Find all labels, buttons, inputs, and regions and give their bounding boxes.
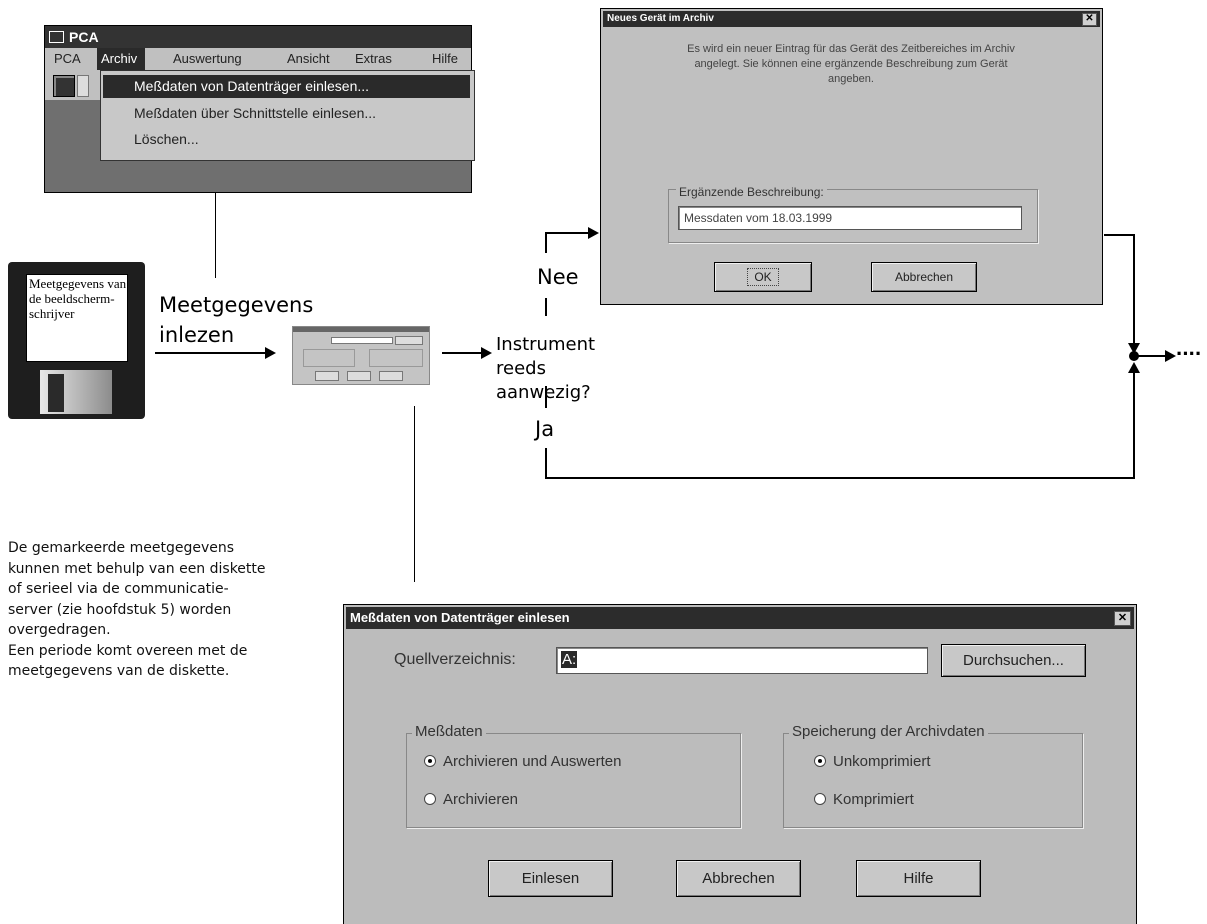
read-button[interactable]: Einlesen: [488, 860, 613, 897]
menu-window: PCA PCA Archiv Auswertung Ansicht Extras…: [44, 25, 475, 193]
read-arrow-line: [155, 352, 265, 354]
yes-arrow-head: [1128, 362, 1140, 373]
description-paragraph-1: De gemarkeerde meetgegevens kunnen met b…: [8, 540, 266, 638]
read-label: Meetgegevens inlezen: [159, 293, 314, 347]
new-device-title: Neues Gerät im Archiv: [607, 13, 714, 24]
menu-window-title: PCA: [69, 29, 99, 45]
new-device-cancel-button[interactable]: Abbrechen: [871, 262, 977, 292]
source-value: A:: [561, 651, 578, 668]
no-arrow-head: [588, 227, 599, 239]
radio-archive-dot: [424, 793, 436, 806]
toolbar-button[interactable]: [77, 75, 89, 97]
toolbar: [45, 70, 101, 100]
new-device-out-vertical: [1133, 234, 1135, 344]
question-text: Instrument reeds aanwezig?: [496, 334, 596, 403]
merge-out-line: [1138, 355, 1166, 357]
source-input[interactable]: A:: [556, 647, 928, 674]
measure-data-group-label: Meßdaten: [412, 723, 486, 740]
menu-hilfe[interactable]: Hilfe: [432, 51, 459, 66]
archive-storage-group: [783, 733, 1083, 828]
description-value: Messdaten vom 18.03.1999: [684, 211, 833, 225]
menubar: PCA Archiv Auswertung Ansicht Extras Hil…: [45, 48, 471, 70]
toolbar-disk-icon[interactable]: [53, 75, 75, 97]
yes-label: Ja: [535, 417, 555, 441]
read-data-dialog: Meßdaten von Datenträger einlesen ✕ Quel…: [343, 604, 1137, 924]
yes-branch-horizontal: [545, 477, 1135, 479]
question-arrow-line: [442, 352, 482, 354]
new-device-titlebar: Neues Gerät im Archiv ✕: [603, 11, 1100, 27]
no-branch-horizontal: [545, 232, 588, 234]
new-device-out-horizontal: [1104, 234, 1135, 236]
menu-archiv[interactable]: Archiv: [97, 48, 145, 70]
help-button[interactable]: Hilfe: [856, 860, 981, 897]
description-paragraph-2: Een periode komt overeen met de meetgege…: [8, 642, 248, 680]
dialog-thumbnail: [292, 326, 430, 385]
continuation-dots: ····: [1176, 341, 1202, 366]
archive-storage-group-label: Speicherung der Archivdaten: [789, 723, 988, 740]
menu-extras[interactable]: Extras: [355, 51, 392, 66]
browse-button[interactable]: Durchsuchen...: [941, 644, 1086, 677]
radio-uncompressed-dot: [814, 755, 826, 768]
floppy-disk-icon: Meetgegevens van de beeldscherm-schrijve…: [8, 262, 145, 419]
read-data-titlebar: Meßdaten von Datenträger einlesen ✕: [346, 607, 1134, 629]
system-menu-icon[interactable]: [49, 31, 64, 44]
no-branch-stub: [545, 298, 547, 316]
measure-data-group: [406, 733, 741, 828]
radio-compressed[interactable]: Komprimiert: [814, 791, 914, 808]
yes-branch-stub: [545, 386, 547, 408]
no-label: Nee: [537, 265, 579, 289]
radio-archive-and-evaluate-dot: [424, 755, 436, 768]
description-text: De gemarkeerde meetgegevens kunnen met b…: [8, 538, 273, 682]
menu-item-read-from-interface[interactable]: Meßdaten über Schnittstelle einlesen...: [134, 105, 377, 121]
new-device-close-icon[interactable]: ✕: [1082, 13, 1097, 26]
archiv-dropdown: Meßdaten von Datenträger einlesen... Meß…: [100, 70, 475, 161]
read-arrow-head: [265, 347, 276, 359]
yes-return-vertical: [1133, 373, 1135, 479]
menu-item-read-from-disk[interactable]: Meßdaten von Datenträger einlesen...: [103, 75, 470, 98]
radio-archive[interactable]: Archivieren: [424, 791, 518, 808]
read-data-title: Meßdaten von Datenträger einlesen: [350, 610, 570, 625]
floppy-shutter: [40, 370, 112, 414]
yes-branch-vertical: [545, 448, 547, 478]
new-device-dialog: Neues Gerät im Archiv ✕ Es wird ein neue…: [600, 8, 1103, 305]
menu-connector-line: [215, 193, 216, 278]
description-input[interactable]: Messdaten vom 18.03.1999: [678, 206, 1022, 230]
new-device-message: Es wird ein neuer Eintrag für das Gerät …: [687, 43, 1015, 85]
no-branch-vertical: [545, 232, 547, 253]
dialog-connector-line: [414, 406, 415, 582]
new-device-arrow-head: [1128, 343, 1140, 354]
merge-out-arrow: [1165, 350, 1176, 362]
menu-window-titlebar: PCA: [45, 26, 471, 48]
ok-button[interactable]: OK: [714, 262, 812, 292]
menu-auswertung[interactable]: Auswertung: [173, 51, 242, 66]
floppy-label-text: Meetgegevens van de beeldscherm-schrijve…: [29, 276, 127, 321]
menu-item-delete[interactable]: Löschen...: [134, 131, 199, 147]
read-data-close-icon[interactable]: ✕: [1114, 611, 1131, 626]
cancel-button[interactable]: Abbrechen: [676, 860, 801, 897]
floppy-label: [26, 274, 128, 362]
question-arrow-head: [481, 347, 492, 359]
menu-ansicht[interactable]: Ansicht: [287, 51, 330, 66]
radio-compressed-dot: [814, 793, 826, 806]
description-group: [668, 189, 1038, 243]
source-label: Quellverzeichnis:: [394, 651, 516, 668]
radio-uncompressed[interactable]: Unkomprimiert: [814, 753, 931, 770]
description-group-label: Ergänzende Beschreibung:: [676, 185, 827, 199]
menu-pca[interactable]: PCA: [54, 51, 81, 66]
merge-dot: [1129, 351, 1139, 361]
radio-archive-and-evaluate[interactable]: Archivieren und Auswerten: [424, 753, 621, 770]
